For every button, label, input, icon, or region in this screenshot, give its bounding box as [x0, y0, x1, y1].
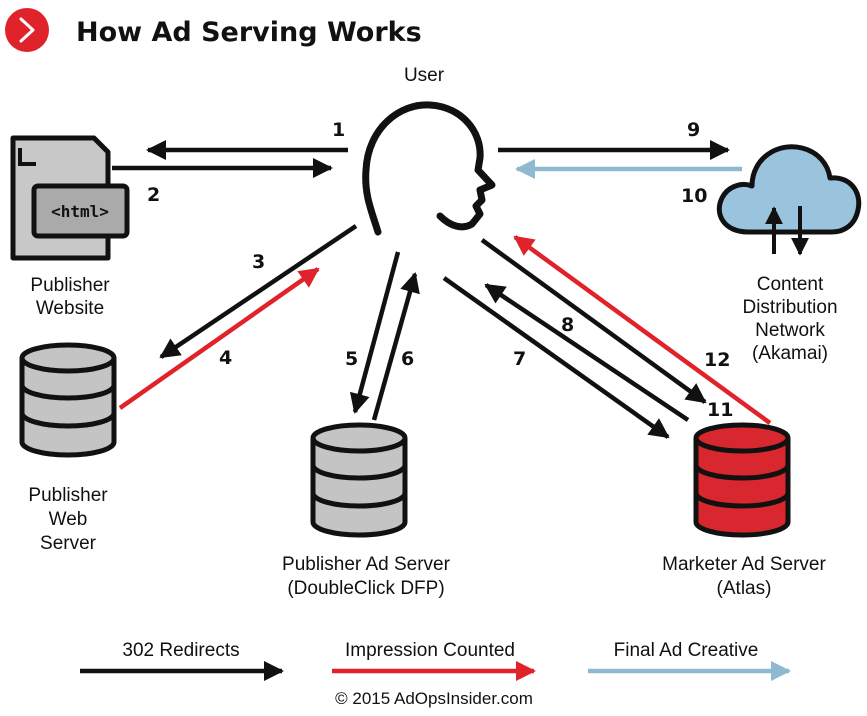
user-head-icon	[362, 101, 496, 236]
cdn-node: Content Distribution Network (Akamai)	[716, 144, 862, 364]
arrow-step-11	[480, 238, 707, 404]
step-numbers: 1 2 3 4 5 6 7 8 9 10 11 12	[147, 119, 733, 421]
cdn-label-2: Distribution	[742, 297, 837, 318]
arrow-step-5	[349, 251, 401, 414]
legend-redirects-label: 302 Redirects	[122, 640, 239, 661]
publisher-website-node: <html> Publisher Website	[10, 135, 130, 319]
publisher-web-server-node: Publisher Web Server	[19, 342, 117, 554]
cdn-label-3: Network	[755, 320, 825, 341]
cdn-label-4: (Akamai)	[752, 343, 828, 364]
legend-creative-label: Final Ad Creative	[614, 640, 759, 661]
publisher-ad-server-label-2: (DoubleClick DFP)	[287, 578, 444, 599]
step-8: 8	[561, 314, 574, 336]
arrow-step-8	[484, 283, 690, 422]
step-9: 9	[687, 119, 700, 141]
chevron-right-icon	[19, 17, 35, 43]
database-icon	[310, 422, 408, 538]
step-11: 11	[707, 399, 733, 421]
step-7: 7	[513, 348, 526, 370]
arrow-step-3	[159, 224, 358, 359]
step-12: 12	[704, 349, 730, 371]
database-icon	[19, 342, 117, 458]
database-icon	[693, 422, 791, 538]
step-2: 2	[147, 184, 160, 206]
publisher-web-server-label-1: Publisher	[28, 485, 108, 506]
user-label: User	[404, 65, 445, 86]
cloud-icon	[716, 144, 862, 235]
publisher-ad-server-node: Publisher Ad Server (DoubleClick DFP)	[282, 422, 451, 599]
marketer-ad-server-label-1: Marketer Ad Server	[662, 554, 826, 575]
arrow-step-7	[442, 276, 670, 439]
html-tag-label: <html>	[51, 202, 109, 221]
html-tag-box	[31, 183, 130, 239]
user-node: User	[362, 65, 496, 236]
step-4: 4	[219, 347, 232, 369]
header: How Ad Serving Works	[5, 8, 422, 52]
copyright-text: © 2015 AdOpsInsider.com	[335, 689, 533, 708]
arrow-step-4	[118, 267, 320, 410]
marketer-ad-server-label-2: (Atlas)	[717, 578, 772, 599]
step-3: 3	[252, 251, 265, 273]
publisher-web-server-label-2: Web	[49, 509, 88, 530]
step-6: 6	[401, 348, 414, 370]
page-title: How Ad Serving Works	[76, 17, 422, 48]
arrow-step-12	[513, 235, 772, 425]
marketer-ad-server-node: Marketer Ad Server (Atlas)	[662, 422, 827, 599]
legend-impression-label: Impression Counted	[345, 640, 515, 661]
arrow-step-6	[371, 272, 420, 421]
logo-circle	[5, 8, 49, 52]
publisher-web-server-label-3: Server	[40, 533, 97, 554]
publisher-ad-server-label-1: Publisher Ad Server	[282, 554, 451, 575]
step-5: 5	[345, 348, 358, 370]
step-1: 1	[332, 119, 345, 141]
cdn-label-1: Content	[757, 274, 824, 295]
publisher-website-label-2: Website	[36, 298, 104, 319]
publisher-website-label-1: Publisher	[30, 275, 110, 296]
step-10: 10	[681, 185, 707, 207]
legend: 302 Redirects Impression Counted Final A…	[80, 640, 792, 682]
flow-arrows	[112, 139, 772, 439]
